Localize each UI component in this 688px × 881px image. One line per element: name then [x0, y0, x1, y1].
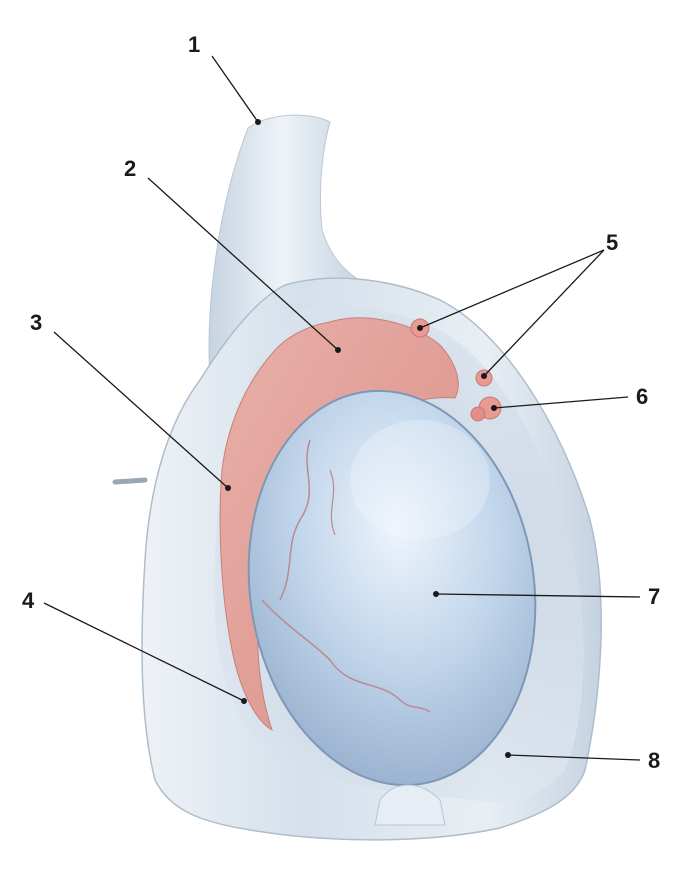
- testis: [247, 389, 537, 787]
- label-2: 2: [124, 156, 136, 181]
- testicular-vessel: [279, 439, 311, 601]
- label-6: 6: [636, 384, 648, 409]
- label-4: 4: [22, 588, 35, 613]
- testis-highlight: [350, 420, 490, 540]
- appendix-testis: [470, 406, 486, 422]
- leader-line-1: [211, 55, 259, 123]
- label-8: 8: [648, 748, 660, 773]
- leader-lines: [43, 55, 641, 761]
- label-1: 1: [188, 32, 200, 57]
- label-7: 7: [648, 584, 660, 609]
- cut-vessel: [112, 477, 148, 485]
- leader-line-5a: [419, 249, 605, 329]
- testicular-vessel: [329, 469, 336, 536]
- label-5: 5: [606, 230, 618, 255]
- leader-dots: [225, 119, 511, 758]
- leader-line-4: [43, 602, 245, 702]
- leader-line-6: [493, 396, 629, 409]
- leader-line-5b: [483, 249, 605, 377]
- label-3: 3: [30, 310, 42, 335]
- leader-line-2: [147, 177, 339, 351]
- leader-line-3: [53, 331, 229, 489]
- epididymis: [219, 317, 459, 732]
- testicular-vessel: [261, 599, 431, 713]
- leader-line-8: [507, 754, 641, 761]
- leader-line-7: [435, 593, 641, 598]
- scrotal-ligament: [374, 784, 446, 826]
- spermatic-cord: [208, 114, 358, 382]
